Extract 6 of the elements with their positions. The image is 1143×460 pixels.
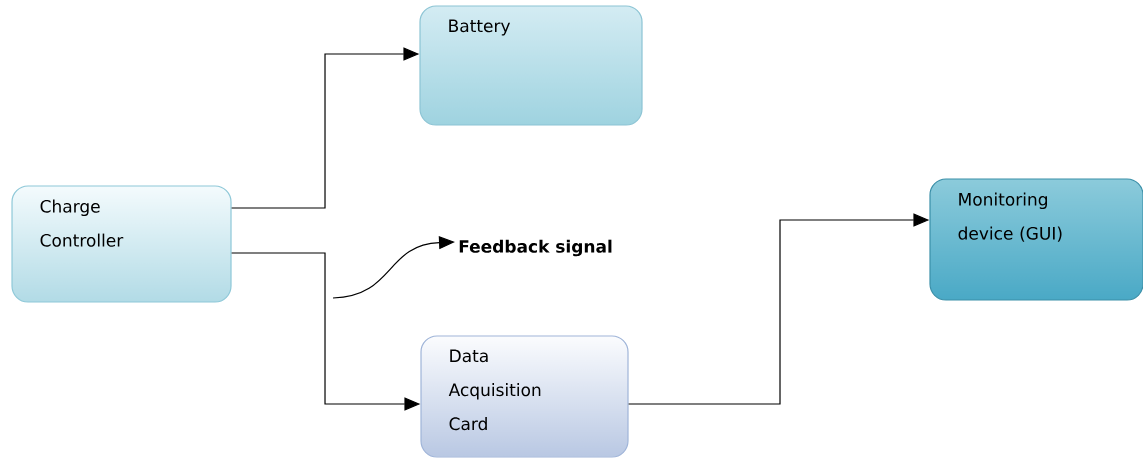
monitoring-box: Monitoring device (GUI): [929, 178, 1143, 301]
battery-box: Battery: [419, 5, 643, 126]
arrow: [332, 236, 455, 299]
controller-box: Charge Controller: [11, 185, 232, 303]
signal-label: Feedback signal: [459, 239, 612, 257]
acquisition-box: Data Acquisition Card: [420, 335, 629, 458]
